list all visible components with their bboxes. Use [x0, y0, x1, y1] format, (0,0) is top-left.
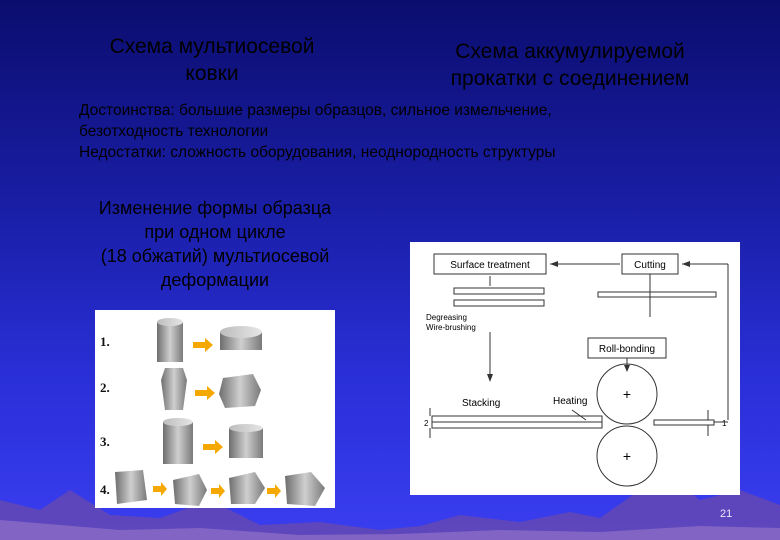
title-right-line1: Схема аккумулируемой [455, 40, 685, 63]
row1-shapes [157, 318, 262, 362]
cutting-label: Cutting [634, 260, 666, 271]
thickness-1-label: 1 [722, 419, 727, 428]
arrow-icon [195, 386, 215, 400]
row-label-4: 4. [100, 482, 110, 497]
forging-illustration-panel: 1. 2. 3. 4. [95, 310, 335, 508]
arrow-icon [211, 484, 225, 498]
advantages-line: Достоинства: большие размеры образцов, с… [79, 102, 552, 119]
lower-roll-plus: + [623, 448, 631, 464]
roll-bonding-label: Roll-bonding [599, 344, 655, 355]
shape-change-caption: Изменение формы образца при одном цикле … [70, 196, 360, 292]
title-left-line2: ковки [185, 62, 239, 85]
caption-line1: Изменение формы образца [98, 198, 332, 218]
thickness-2-label: 2 [424, 419, 429, 428]
caption-line3: (18 обжатий) мультиосевой [100, 246, 330, 266]
arrow-icon [193, 338, 213, 352]
wire-brushing-label: Wire-brushing [426, 323, 476, 332]
forging-shapes [115, 318, 325, 506]
caption-line4: деформации [160, 270, 270, 290]
disadvantages-line: Недостатки: сложность оборудования, неод… [79, 144, 556, 161]
upper-roll-plus: + [623, 386, 631, 402]
stacking-label: Stacking [462, 398, 500, 409]
arb-diagram: Surface treatment Cutting Degreasing Wir… [424, 253, 729, 487]
caption-line2: при одном цикле [144, 222, 286, 242]
arb-diagram-panel: Surface treatment Cutting Degreasing Wir… [410, 242, 740, 495]
degreasing-label: Degreasing [426, 313, 467, 322]
heating-label: Heating [553, 396, 587, 407]
row-label-1: 1. [100, 334, 110, 349]
row-label-3: 3. [100, 434, 110, 449]
slide-number: 21 [720, 508, 733, 520]
row-label-2: 2. [100, 380, 110, 395]
title-arb: Схема аккумулируемой прокатки с соединен… [415, 38, 725, 92]
surface-treatment-box [433, 253, 547, 275]
arrow-icon [267, 484, 281, 498]
row2-shapes [161, 368, 261, 410]
arrow-icon [203, 440, 223, 454]
title-multiaxial-forging: Схема мультиосевой ковки [72, 33, 352, 87]
upper-roll [596, 363, 658, 425]
arrow-icon [153, 482, 167, 496]
row4-shapes [115, 470, 325, 506]
surface-treatment-label: Surface treatment [450, 260, 530, 271]
title-left-line1: Схема мультиосевой [109, 35, 315, 58]
title-right-line2: прокатки с соединением [450, 67, 690, 90]
advantages-line-2: безотходность технологии [79, 123, 269, 140]
lower-roll [596, 425, 658, 487]
row3-shapes [163, 418, 263, 464]
mountain-silhouette [0, 485, 780, 540]
